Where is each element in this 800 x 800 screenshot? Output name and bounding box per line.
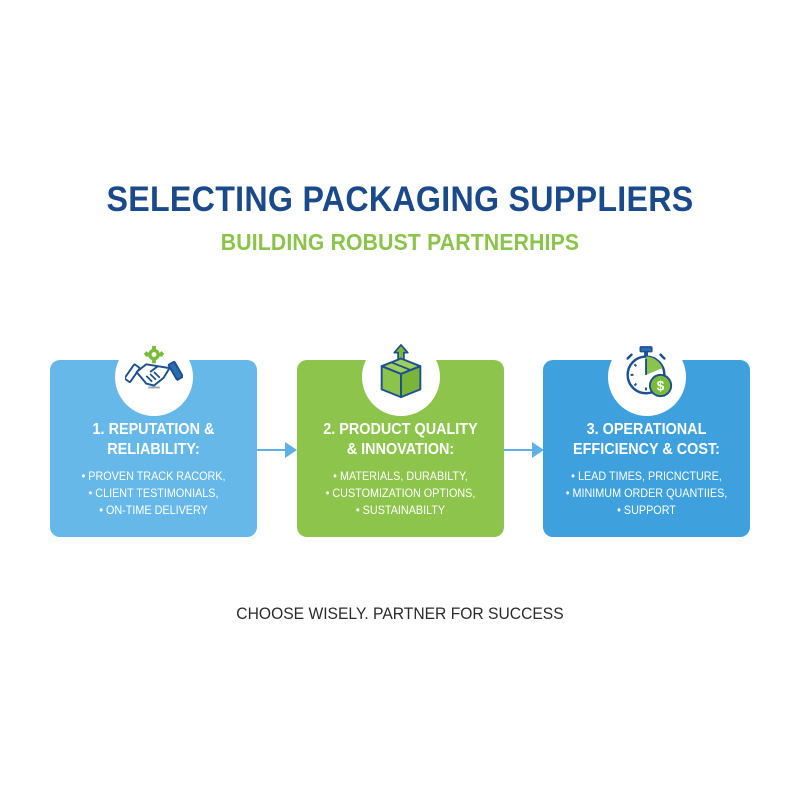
icon-circle: $ [607,338,686,416]
card-title-line: RELIABILITY: [107,441,200,458]
card-bullet-list: LEAD TIMES, PRICNCTURE, MINIMUM ORDER QU… [553,468,739,519]
handshake-gear-icon [124,345,183,389]
card-title: 1. REPUTATION & RELIABILITY: [60,420,246,460]
card-bullet-list: MATERIALS, DURABILTY, CUSTOMIZATION OPTI… [307,468,493,519]
card-reputation-reliability: 1. REPUTATION & RELIABILITY: PROVEN TRAC… [50,338,257,537]
page-subtitle: BUILDING ROBUST PARTNERHIPS [220,229,580,255]
card-bullet-list: PROVEN TRACK RACORK, CLIENT TESTIMONIALS… [60,468,246,519]
card-title: 2. PRODUCT QUALITY & INNOVATION: [307,420,493,460]
bullet-item: SUPPORT [553,502,739,519]
flow-arrow [504,442,544,458]
bullet-item: PROVEN TRACK RACORK, [60,468,246,485]
arrow-head-icon [285,442,297,458]
box-upload-icon [380,344,421,399]
bullet-item: CUSTOMIZATION OPTIONS, [307,485,493,502]
card-title-line: 2. PRODUCT QUALITY [323,421,478,438]
stopwatch-dollar-icon: $ [625,346,672,398]
icon-circle [361,338,440,416]
card-product-quality-innovation: 2. PRODUCT QUALITY & INNOVATION: MATERIA… [297,338,504,537]
tagline: CHOOSE WISELY. PARTNER FOR SUCCESS [236,604,564,623]
bullet-item: ON-TIME DELIVERY [60,502,246,519]
svg-text:$: $ [656,378,664,393]
card-title: 3. OPERATIONAL EFFICIENCY & COST: [553,420,739,460]
bullet-item: LEAD TIMES, PRICNCTURE, [553,468,739,485]
bullet-item: MINIMUM ORDER QUANTIIES, [553,485,739,502]
card-title-line: 1. REPUTATION & [92,421,215,438]
arrow-line [257,449,287,451]
arrow-line [504,449,534,451]
card-title-line: EFFICIENCY & COST: [573,441,720,458]
card-title-line: & INNOVATION: [346,441,455,458]
card-title-line: 3. OPERATIONAL [586,421,707,438]
card-operational-efficiency-cost: $ 3. OPERATIONAL EFFICIENCY & COST: LEAD… [543,338,750,537]
bullet-item: SUSTAINABILTY [307,502,493,519]
bullet-item: MATERIALS, DURABILTY, [307,468,493,485]
flow-arrow [257,442,297,458]
icon-circle [114,338,193,416]
arrow-head-icon [532,442,544,458]
bullet-item: CLIENT TESTIMONIALS, [60,485,246,502]
page-title: SELECTING PACKAGING SUPPLIERS [106,180,694,219]
